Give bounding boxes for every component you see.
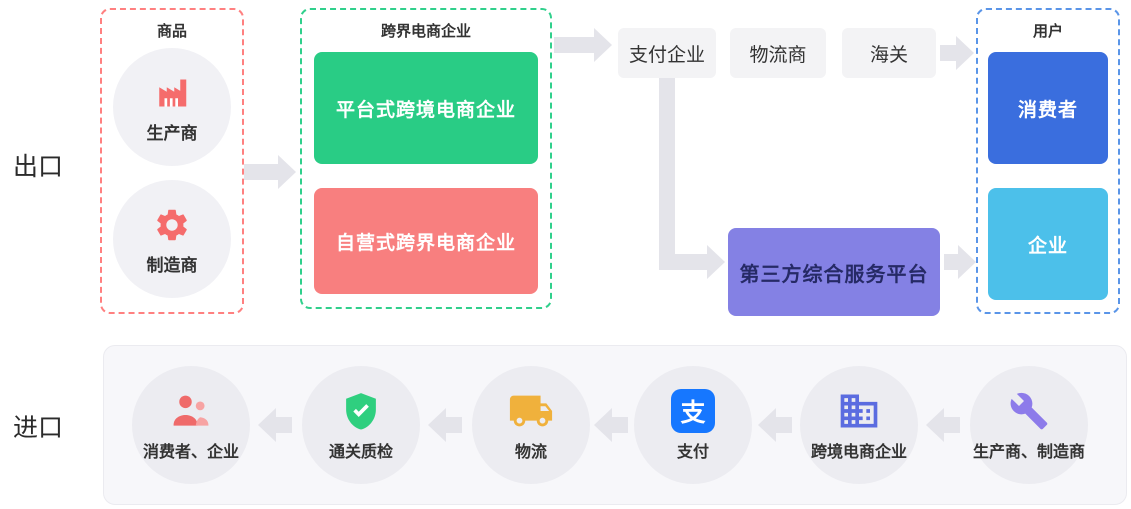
import-step-ecommerce: 跨境电商企业: [800, 366, 918, 484]
arrow-left-icon: [758, 408, 792, 442]
user-group: 用户 消费者 企业: [976, 8, 1120, 314]
export-side-label: 出口: [13, 153, 64, 181]
self-operated-ecommerce-label: 自营式跨界电商企业: [335, 232, 516, 254]
arrow-left-icon: [594, 408, 628, 442]
import-step-label: 跨境电商企业: [810, 444, 907, 461]
arrow-left-icon: [258, 408, 292, 442]
arrow-left-icon: [428, 408, 462, 442]
manufacturer-node: 制造商: [113, 180, 231, 298]
payment-enterprise-box: 支付企业: [618, 28, 716, 78]
platform-ecommerce-box: 平台式跨境电商企业: [314, 52, 538, 164]
user-group-title: 用户: [1032, 23, 1063, 40]
ecommerce-group-title: 跨界电商企业: [380, 23, 471, 40]
factory-icon: [154, 70, 190, 116]
ecommerce-group: 跨界电商企业 平台式跨境电商企业 自营式跨界电商企业: [300, 8, 552, 309]
consumer-label: 消费者: [1017, 99, 1078, 121]
payment-enterprise-label: 支付企业: [628, 44, 705, 66]
import-step-label: 通关质检: [328, 444, 393, 461]
import-step-label: 消费者、企业: [142, 444, 239, 461]
customs-label: 海关: [869, 44, 908, 66]
import-step-producers: 生产商、制造商: [970, 366, 1088, 484]
producer-node: 生产商: [113, 48, 231, 166]
consumer-box: 消费者: [988, 52, 1108, 164]
arrow-platform-to-enterprise: [944, 245, 976, 279]
goods-group: 商品 生产商 制造商: [100, 8, 244, 314]
truck-icon: [508, 388, 554, 434]
producer-label: 生产商: [146, 124, 198, 143]
arrow-payment-down-segment: [659, 78, 675, 270]
import-step-label: 物流: [514, 444, 547, 461]
third-party-platform-box: 第三方综合服务平台: [728, 228, 940, 316]
import-step-consumers: 消费者、企业: [132, 366, 250, 484]
enterprise-label: 企业: [1027, 235, 1068, 257]
arrow-ecom-to-payment: [554, 28, 612, 62]
import-step-label: 生产商、制造商: [972, 444, 1085, 461]
arrow-left-icon: [926, 408, 960, 442]
self-operated-ecommerce-box: 自营式跨界电商企业: [314, 188, 538, 294]
platform-ecommerce-label: 平台式跨境电商企业: [335, 99, 516, 121]
import-panel: 消费者、企业 通关质检 物流: [103, 345, 1127, 505]
import-step-payment: 支 支付: [634, 366, 752, 484]
import-step-label: 支付: [676, 444, 709, 461]
arrow-goods-to-ecom: [244, 155, 296, 189]
enterprise-box: 企业: [988, 188, 1108, 300]
shield-check-icon: [340, 388, 382, 434]
alipay-icon: 支: [671, 388, 715, 434]
gear-icon: [153, 202, 191, 248]
wrench-icon: [1009, 388, 1049, 434]
import-step-customs-qc: 通关质检: [302, 366, 420, 484]
import-step-logistics: 物流: [472, 366, 590, 484]
third-party-platform-label: 第三方综合服务平台: [739, 263, 929, 286]
arrow-to-platform: [659, 245, 725, 279]
customs-box: 海关: [842, 28, 936, 78]
logistics-provider-label: 物流商: [749, 44, 807, 66]
goods-group-title: 商品: [156, 23, 187, 40]
import-side-label: 进口: [13, 414, 64, 442]
logistics-provider-box: 物流商: [730, 28, 826, 78]
arrow-customs-to-user: [940, 36, 974, 70]
building-icon: [837, 388, 881, 434]
manufacturer-label: 制造商: [146, 256, 198, 275]
people-icon: [169, 388, 213, 434]
alipay-badge: 支: [671, 389, 715, 433]
